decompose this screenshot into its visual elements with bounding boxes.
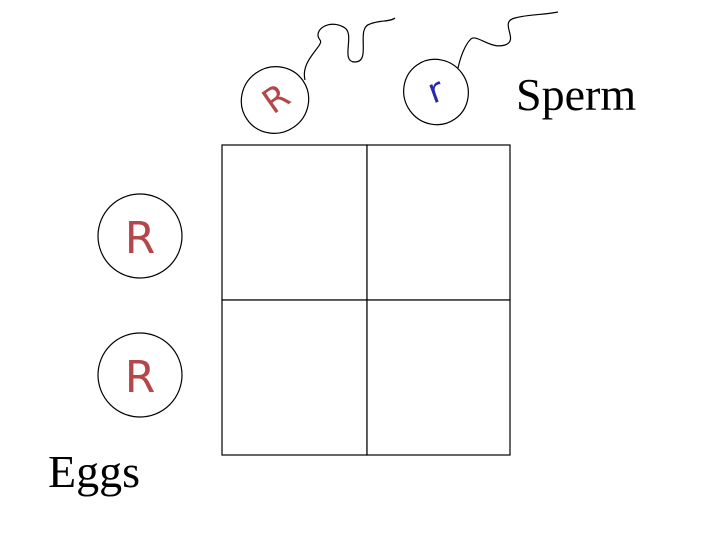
sperm-1-head	[240, 66, 310, 134]
egg-2-allele: R	[125, 352, 156, 403]
egg-1-circle	[97, 193, 183, 279]
grid-cell-bottom-right	[366, 299, 511, 456]
sperm-1-tail	[303, 17, 396, 81]
punnett-grid	[221, 144, 511, 456]
egg-2-circle	[97, 332, 183, 418]
sperm-2-tail	[457, 11, 559, 69]
grid-cell-bottom-left	[221, 299, 368, 456]
sperm-cell-2: r	[403, 11, 559, 126]
egg-cell-2: R	[97, 332, 183, 418]
grid-cell-top-left	[221, 144, 368, 301]
sperm-2-head	[403, 58, 469, 126]
egg-cell-1: R	[97, 193, 183, 279]
grid-cell-top-right	[366, 144, 511, 301]
sperm-cell-1: R	[240, 17, 396, 134]
eggs-label: Eggs	[48, 446, 140, 497]
egg-1-allele: R	[125, 213, 156, 264]
sperm-label: Sperm	[516, 69, 636, 120]
